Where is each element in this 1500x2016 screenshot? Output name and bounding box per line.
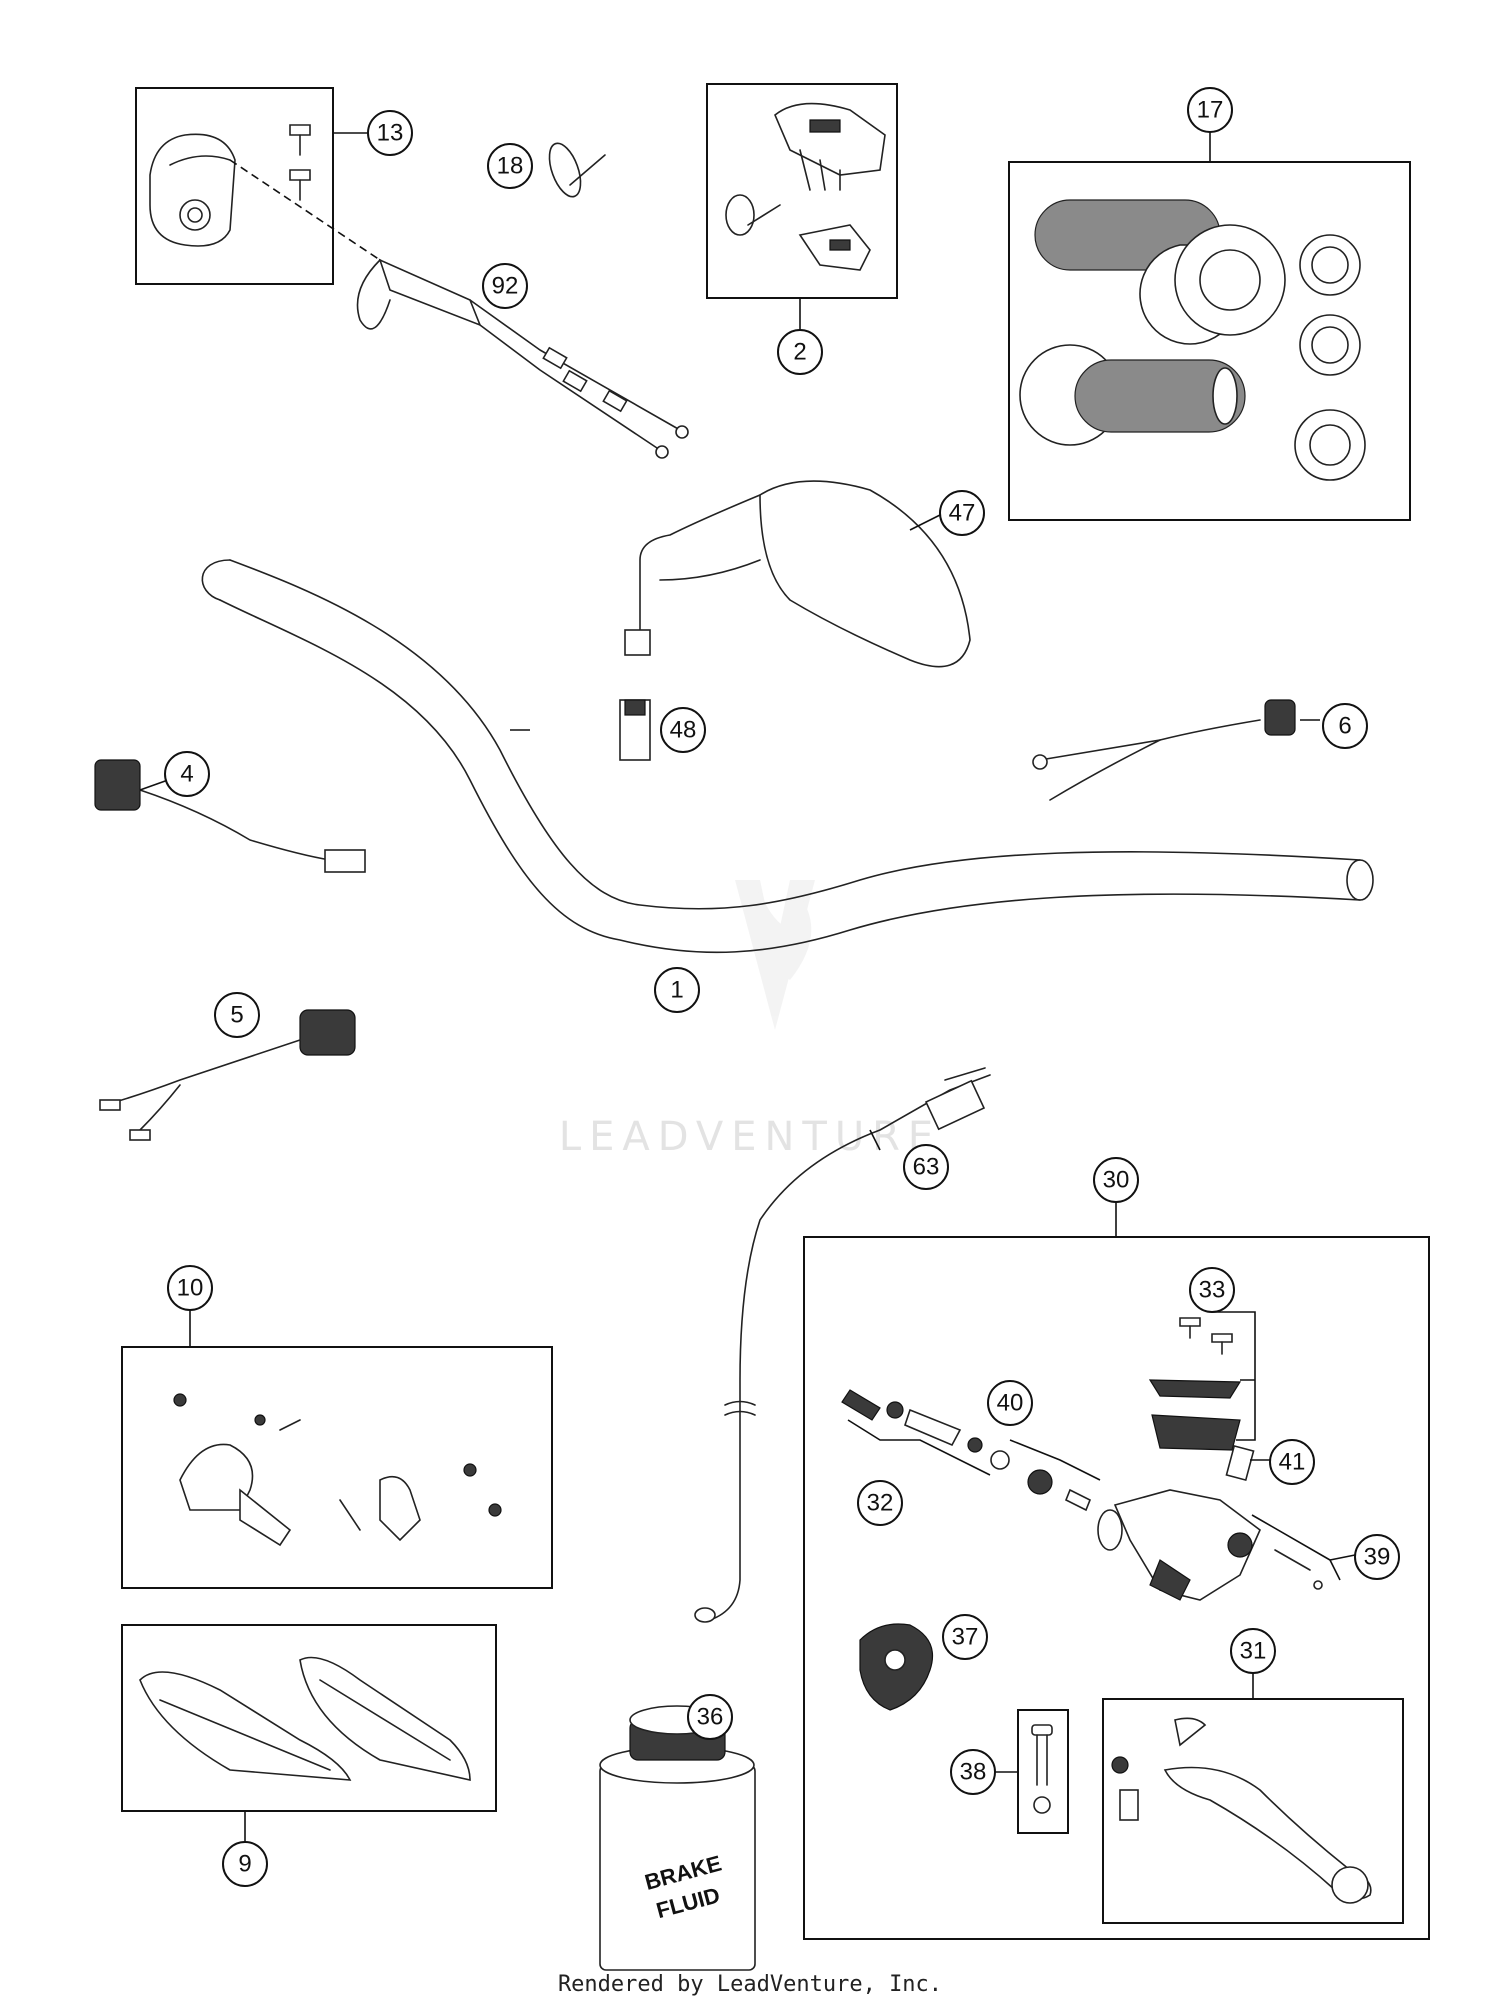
callout-4: 4 — [164, 751, 210, 797]
lever-guard-37 — [859, 1623, 934, 1711]
callout-18-label: 18 — [497, 153, 524, 180]
switch-5 — [99, 1009, 356, 1141]
callout-31-label: 31 — [1240, 1638, 1267, 1665]
callout-30: 30 — [1093, 1157, 1139, 1203]
callout-9-label: 9 — [238, 1851, 251, 1878]
callout-37: 37 — [942, 1614, 988, 1660]
callout-92-label: 92 — [492, 273, 519, 300]
callout-41: 41 — [1269, 1439, 1315, 1485]
callout-48: 48 — [660, 707, 706, 753]
brake-lever — [1111, 1717, 1372, 1904]
callout-1: 1 — [654, 967, 700, 1013]
watermark-logo — [735, 880, 815, 1030]
piston-kit — [841, 1389, 1010, 1470]
adjuster-screw-kit — [1031, 1724, 1053, 1814]
kit-box-9 — [121, 1624, 497, 1812]
callout-63: 63 — [903, 1144, 949, 1190]
callout-31: 31 — [1230, 1628, 1276, 1674]
handlebar-grips — [1019, 199, 1286, 446]
callout-4-label: 4 — [180, 761, 193, 788]
callout-41-label: 41 — [1279, 1449, 1306, 1476]
callout-9: 9 — [222, 1841, 268, 1887]
pivot-pin-kit — [1274, 1549, 1323, 1590]
callout-36: 36 — [687, 1694, 733, 1740]
callout-6: 6 — [1322, 703, 1368, 749]
callout-13-label: 13 — [377, 120, 404, 147]
seal-kit — [1027, 1469, 1092, 1512]
callout-33-label: 33 — [1199, 1277, 1226, 1304]
callout-37-label: 37 — [952, 1624, 979, 1651]
throttle-grip-tube-cables — [356, 258, 689, 459]
callout-1-label: 1 — [670, 977, 683, 1004]
callout-47: 47 — [939, 490, 985, 536]
throttle-housing — [149, 133, 236, 247]
kit-box-2 — [706, 83, 898, 299]
callout-2-label: 2 — [793, 339, 806, 366]
callout-63-label: 63 — [913, 1154, 940, 1181]
kit-box-13 — [135, 87, 334, 285]
callout-6-label: 6 — [1338, 713, 1351, 740]
callout-48-label: 48 — [670, 717, 697, 744]
kit-box-10 — [121, 1346, 553, 1589]
callout-5-label: 5 — [230, 1002, 243, 1029]
callout-30-label: 30 — [1103, 1167, 1130, 1194]
handlebar — [201, 559, 1374, 954]
callout-5: 5 — [214, 992, 260, 1038]
cable-tie — [548, 142, 606, 198]
callout-32-label: 32 — [867, 1490, 894, 1517]
callout-32: 32 — [857, 1480, 903, 1526]
callout-40-label: 40 — [997, 1390, 1024, 1417]
callout-40: 40 — [987, 1380, 1033, 1426]
switch-4 — [94, 759, 366, 873]
hand-guards — [139, 1656, 471, 1781]
mirror — [624, 480, 971, 668]
callout-17: 17 — [1187, 87, 1233, 133]
housing-bolts — [289, 124, 311, 201]
switch-6 — [1032, 699, 1296, 801]
brake-fluid-can — [599, 1705, 756, 1971]
callout-13: 13 — [367, 110, 413, 156]
switch-kit — [725, 102, 886, 271]
callout-33: 33 — [1189, 1267, 1235, 1313]
callout-38-label: 38 — [960, 1759, 987, 1786]
footer-credit: Rendered by LeadVenture, Inc. — [557, 1972, 943, 1997]
callout-10: 10 — [167, 1265, 213, 1311]
kit-box-30 — [803, 1236, 1430, 1940]
callout-18: 18 — [487, 143, 533, 189]
callout-38: 38 — [950, 1749, 996, 1795]
brake-line — [694, 1067, 991, 1623]
lever-guard-mounts — [173, 1393, 502, 1547]
brake-master-cylinder — [1097, 1489, 1261, 1601]
callout-39-label: 39 — [1364, 1544, 1391, 1571]
watermark-text: LEADVENTURE — [559, 1114, 941, 1160]
callout-92: 92 — [482, 263, 528, 309]
callout-47-label: 47 — [949, 500, 976, 527]
mounting-bolt-41 — [1225, 1444, 1255, 1482]
callout-39: 39 — [1354, 1534, 1400, 1580]
callout-17-label: 17 — [1197, 97, 1224, 124]
callout-2: 2 — [777, 329, 823, 375]
callout-10-label: 10 — [177, 1275, 204, 1302]
callout-36-label: 36 — [697, 1704, 724, 1731]
mirror-adapter — [619, 699, 651, 761]
reservoir-cover-kit — [1148, 1317, 1242, 1451]
grip-cam-rings — [1294, 234, 1366, 481]
